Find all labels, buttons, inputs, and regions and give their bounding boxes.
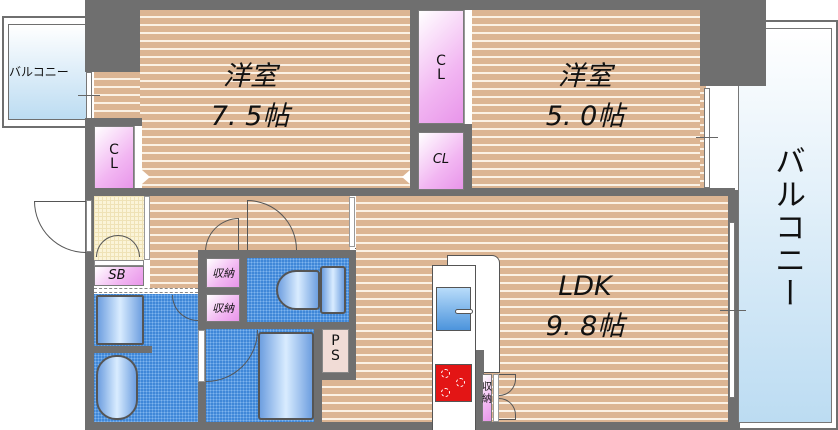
ldk-floor bbox=[356, 196, 728, 422]
outer-wall-bottom bbox=[85, 422, 735, 430]
window-crossmark-3 bbox=[720, 310, 746, 311]
washroom-sliding-door bbox=[94, 288, 198, 293]
stove-burner-1 bbox=[441, 369, 450, 378]
room-western-2-floor bbox=[472, 10, 700, 188]
balcony-left-inner bbox=[8, 24, 88, 120]
outer-wall-top bbox=[85, 0, 765, 10]
closet-room2-right-wall bbox=[464, 124, 472, 194]
closet-room2-lower bbox=[418, 132, 464, 190]
outer-wall-left bbox=[85, 118, 94, 430]
ldk-size: 9. 8帖 bbox=[545, 311, 625, 342]
sink-faucet bbox=[455, 309, 473, 314]
ldk-floor-lower bbox=[322, 380, 356, 422]
toilet-tank bbox=[320, 266, 346, 314]
ldk-name: LDK bbox=[558, 271, 612, 302]
closet-divider bbox=[418, 124, 472, 132]
closet-door-marker bbox=[142, 170, 150, 184]
washing-machine bbox=[96, 295, 144, 345]
closet-room1-door bbox=[134, 126, 142, 190]
bathroom-door bbox=[198, 330, 205, 382]
washbasin bbox=[96, 355, 138, 420]
room-western-1-size: 7. 5帖 bbox=[210, 101, 290, 132]
wall-room1-room2 bbox=[410, 0, 418, 195]
room-western-1-floor-ext bbox=[94, 72, 140, 118]
storage-divider bbox=[206, 288, 246, 294]
storage-1 bbox=[206, 258, 240, 288]
shoe-box-label: SB bbox=[108, 268, 126, 283]
shoe-box bbox=[94, 266, 144, 286]
pipe-space bbox=[322, 329, 349, 373]
entrance-door-swing bbox=[34, 201, 86, 253]
kitchen-storage-door bbox=[493, 374, 499, 422]
stove bbox=[435, 364, 472, 402]
entrance-step bbox=[94, 260, 144, 266]
storage-1-label: 収納 bbox=[212, 267, 234, 280]
wall-room1-bottom bbox=[85, 188, 735, 196]
balcony-right bbox=[738, 28, 832, 423]
toilet-right-wall bbox=[349, 250, 356, 380]
pipe-space-label: P S bbox=[331, 333, 340, 364]
stove-burner-2 bbox=[456, 378, 465, 387]
closet-room2-upper bbox=[418, 10, 464, 124]
closet-room2-door bbox=[464, 10, 472, 124]
entrance-door bbox=[86, 200, 92, 252]
storage-2-label: 収納 bbox=[212, 302, 234, 315]
closet-door-marker-4 bbox=[402, 170, 410, 184]
kitchen-storage-wall bbox=[476, 350, 484, 430]
storage-2 bbox=[206, 294, 240, 322]
window-room2-right bbox=[704, 88, 710, 188]
entrance-right-edge bbox=[144, 196, 150, 260]
closet-room2-upper-label: C L bbox=[436, 53, 446, 83]
wall-block-top-right bbox=[700, 0, 766, 86]
pipe-space-bottom-wall bbox=[318, 373, 356, 380]
wall-block-top-left bbox=[85, 0, 140, 72]
storage-kitchen bbox=[482, 374, 492, 422]
storage-top-wall bbox=[198, 250, 356, 258]
bath-top-wall bbox=[198, 322, 356, 329]
room-western-2-name: 洋室 bbox=[558, 61, 612, 92]
bathtub bbox=[258, 332, 314, 420]
storage-kitchen-label: 収 納 bbox=[482, 382, 492, 405]
ldk-door bbox=[349, 197, 355, 247]
toilet-bowl bbox=[276, 270, 320, 310]
closet-room2-lower-label: CL bbox=[432, 152, 450, 167]
balcony-left-label: バルコニー bbox=[9, 65, 69, 79]
window-crossmark-2 bbox=[696, 137, 718, 138]
stove-burner-3 bbox=[441, 388, 450, 397]
closet-wall bbox=[85, 118, 142, 126]
room-western-2-size: 5. 0帖 bbox=[545, 101, 625, 132]
window-crossmark bbox=[78, 95, 100, 96]
closet-room1-label: C L bbox=[109, 142, 119, 172]
balcony-right-label: バルコニー bbox=[769, 145, 805, 310]
room-western-1-floor bbox=[140, 10, 410, 190]
room-western-1-name: 洋室 bbox=[223, 61, 277, 92]
storage-right-wall bbox=[240, 250, 247, 330]
window-room1-left bbox=[86, 72, 92, 120]
washroom-inner-wall bbox=[94, 346, 152, 353]
hallway-floor bbox=[150, 196, 200, 288]
